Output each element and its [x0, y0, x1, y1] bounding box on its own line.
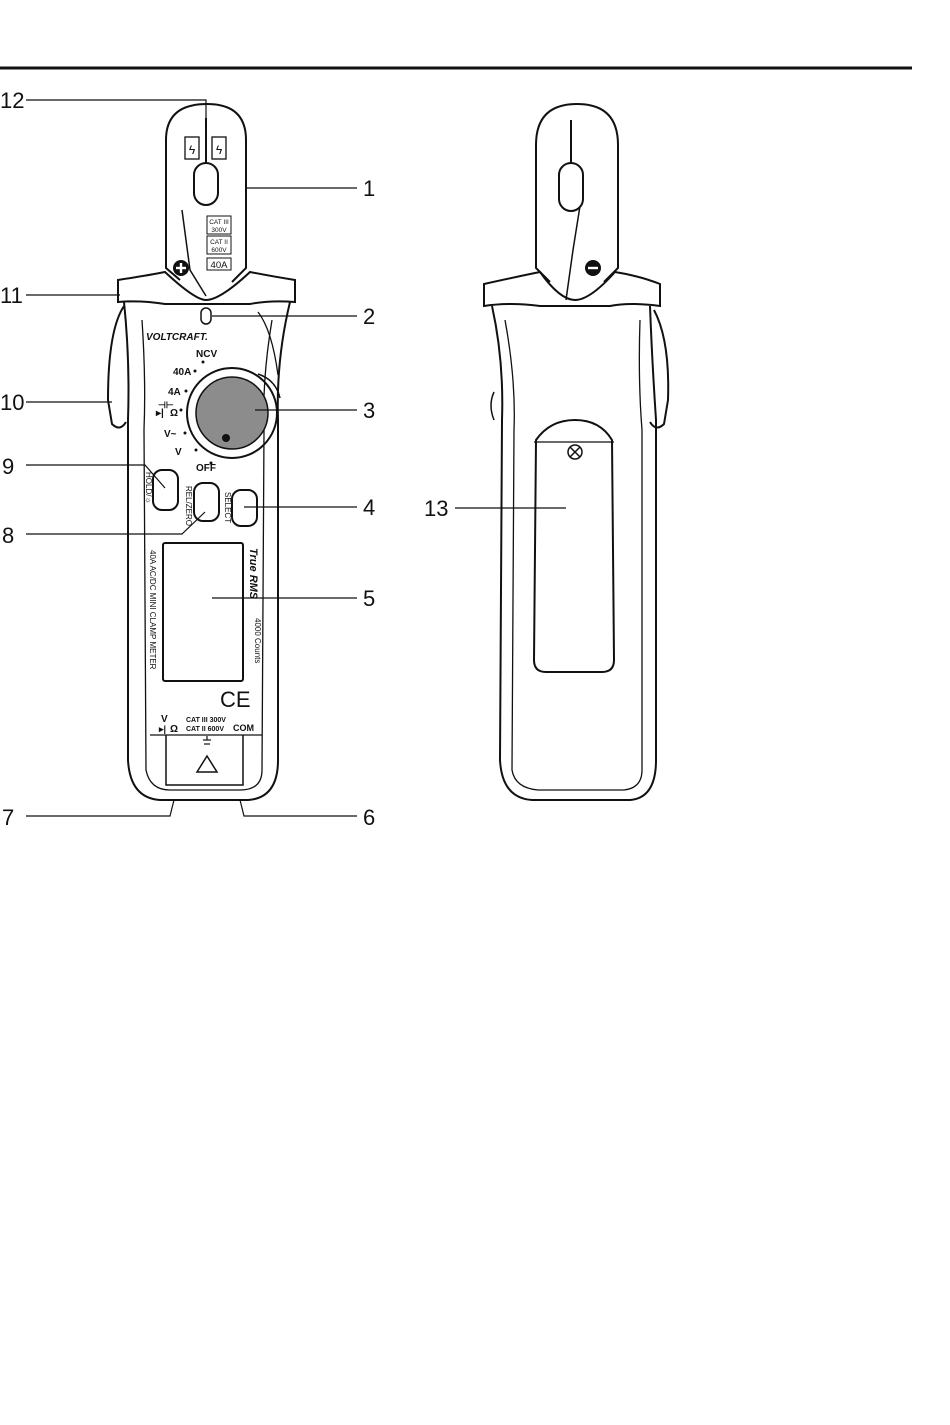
callout-2: 2 [363, 304, 375, 329]
plus-symbol-icon [173, 260, 189, 276]
cat-line-2: CAT II 600V [186, 726, 224, 733]
select-button-label: SELECT [223, 492, 232, 523]
jaw-current: 40A [211, 260, 229, 271]
dial-40a: 40A [173, 367, 191, 378]
dial-vdc: V [175, 447, 182, 458]
brand-label: VOLTCRAFT. [146, 332, 208, 343]
callout-4: 4 [363, 495, 375, 520]
dial-ncv: NCV [196, 349, 217, 360]
callout-leaders [26, 100, 566, 816]
hold-button-label: HOLD/☼ [144, 472, 153, 504]
front-view [108, 104, 295, 800]
dial-off: OFF [196, 463, 216, 474]
callout-12: 12 [0, 88, 24, 113]
cat-line-1: CAT III 300V [186, 717, 226, 724]
dial-4a: 4A [168, 387, 181, 398]
callout-7: 7 [2, 805, 14, 830]
callout-5: 5 [363, 586, 375, 611]
com-label: COM [233, 723, 254, 733]
callout-3: 3 [363, 398, 375, 423]
back-view [484, 104, 668, 800]
counts-label: 4000 Counts [253, 618, 262, 663]
lightning-icon: ϟ [216, 143, 223, 157]
relzero-button-label: REL/ZERO [184, 486, 193, 526]
callout-8: 8 [2, 523, 14, 548]
callout-10: 10 [0, 390, 24, 415]
capacitor-icon: ⊣⊢ [158, 400, 174, 410]
jaw-cat-1: CAT III [209, 219, 229, 226]
model-text: 40A AC/DC MINI CLAMP METER [148, 550, 157, 670]
callout-13: 13 [424, 496, 448, 521]
dial-vac: V~ [164, 429, 177, 440]
true-rms-label: True RMS [247, 548, 259, 600]
callout-11: 11 [0, 283, 23, 308]
minus-symbol-icon [585, 260, 601, 276]
jack-ohm-label: Ω [170, 724, 178, 735]
callout-6: 6 [363, 805, 375, 830]
jaw-volt-1: 300V [211, 227, 227, 234]
jaw-volt-2: 600V [211, 247, 227, 254]
callout-1: 1 [363, 176, 375, 201]
jack-diode-icon: ▸| [158, 724, 166, 734]
ce-mark: CE [220, 687, 251, 712]
jaw-cat-2: CAT II [210, 239, 228, 246]
callout-9: 9 [2, 454, 14, 479]
lightning-icon: ϟ [189, 143, 196, 157]
